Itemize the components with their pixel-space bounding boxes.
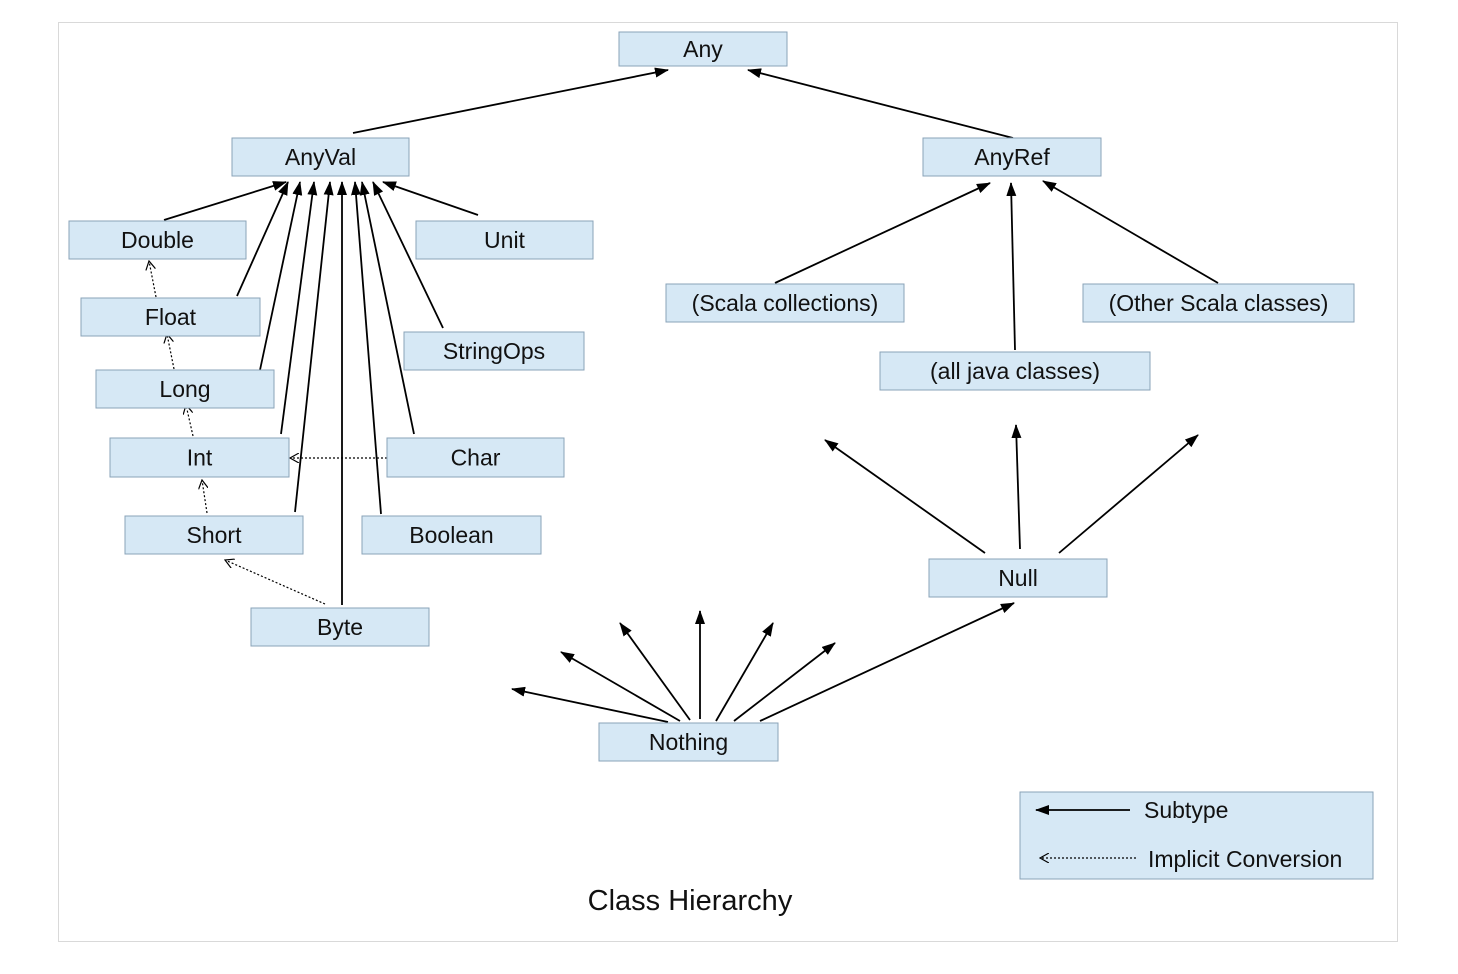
- node-label: StringOps: [443, 338, 545, 364]
- node-label: (Other Scala classes): [1109, 290, 1329, 316]
- subtype-edge-scala_collections-to-anyref: [774, 182, 991, 284]
- implicit-edge-float-to-double: [149, 261, 157, 298]
- node-label: Char: [451, 445, 501, 471]
- node-box: [922, 137, 1102, 177]
- node-boolean: Boolean: [361, 515, 542, 555]
- node-label: Any: [683, 36, 723, 62]
- node-stringops: StringOps: [403, 331, 585, 371]
- node-label: Long: [159, 376, 210, 402]
- subtype-edge-nothing-6: [733, 642, 836, 722]
- node-label: Nothing: [649, 729, 728, 755]
- implicit-edge-long-to-float: [167, 334, 175, 370]
- node-label: Int: [187, 445, 213, 471]
- subtype-edge-short-to-anyval: [294, 181, 334, 513]
- node-label: Byte: [317, 614, 363, 640]
- subtype-edge-float-to-anyval: [236, 181, 289, 297]
- node-long: Long: [95, 369, 275, 409]
- subtype-edge-all_java_classes-to-anyref: [1006, 182, 1017, 351]
- subtype-edge-anyref-to-any: [747, 68, 1014, 139]
- node-box: [598, 722, 779, 762]
- subtype-edge-long-to-anyval: [259, 181, 303, 371]
- subtype-edge-unit-to-anyval: [382, 181, 479, 216]
- node-box: [386, 437, 565, 478]
- node-char: Char: [386, 437, 565, 478]
- implicit-edge-int-to-long: [186, 405, 194, 437]
- node-label: Boolean: [409, 522, 493, 548]
- node-box: [879, 351, 1151, 391]
- node-short: Short: [124, 515, 304, 555]
- subtype-edge-char-to-anyval: [359, 181, 415, 435]
- node-box: [361, 515, 542, 555]
- node-box: [124, 515, 304, 555]
- node-label: Double: [121, 227, 194, 253]
- node-box: [1082, 283, 1355, 323]
- node-other-scala-classes: (Other Scala classes): [1082, 283, 1355, 323]
- node-label: Unit: [484, 227, 526, 253]
- legend-implicit-label: Implicit Conversion: [1148, 846, 1342, 872]
- subtype-edge-null-to-all_java_classes: [1011, 424, 1022, 550]
- subtype-edge-nothing-to-null: [759, 602, 1015, 722]
- node-int: Int: [109, 437, 290, 478]
- node-anyval: AnyVal: [231, 137, 410, 177]
- node-double: Double: [68, 220, 247, 260]
- subtype-edge-null-to-other_scala_classes: [1058, 434, 1199, 554]
- node-label: Short: [187, 522, 243, 548]
- node-label: (Scala collections): [692, 290, 879, 316]
- node-nothing: Nothing: [598, 722, 779, 762]
- subtype-edge-nothing-2: [560, 651, 681, 722]
- node-box: [231, 137, 410, 177]
- node-float: Float: [80, 297, 261, 337]
- node-box: [109, 437, 290, 478]
- node-box: [415, 220, 594, 260]
- node-box: [250, 607, 430, 647]
- legend-box: [1019, 791, 1374, 880]
- node-unit: Unit: [415, 220, 594, 260]
- node-any: Any: [618, 31, 788, 67]
- node-box: [403, 331, 585, 371]
- subtype-edge-anyval-to-any: [352, 67, 669, 134]
- node-label: Float: [145, 304, 197, 330]
- implicit-edge-short-to-int: [202, 480, 207, 514]
- subtype-edge-other_scala_classes-to-anyref: [1042, 180, 1219, 284]
- subtype-edge-null-to-scala_collections: [824, 439, 986, 554]
- subtype-edge-nothing-5: [715, 622, 774, 722]
- subtype-edge-boolean-to-anyval: [351, 181, 382, 515]
- subtype-edge-double-to-anyval: [163, 181, 287, 221]
- subtype-edge-stringops-to-anyval: [372, 181, 444, 329]
- node-anyref: AnyRef: [922, 137, 1102, 177]
- node-box: [80, 297, 261, 337]
- legend-subtype-label: Subtype: [1144, 797, 1228, 823]
- node-byte: Byte: [250, 607, 430, 647]
- node-box: [68, 220, 247, 260]
- diagram-caption: Class Hierarchy: [588, 885, 793, 917]
- node-box: [928, 558, 1108, 598]
- node-box: [95, 369, 275, 409]
- edges-layer: [149, 67, 1219, 723]
- node-scala-collections: (Scala collections): [665, 283, 905, 323]
- implicit-edge-byte-to-short: [225, 560, 326, 605]
- node-label: AnyRef: [974, 144, 1050, 170]
- node-label: AnyVal: [285, 144, 356, 170]
- node-label: (all java classes): [930, 358, 1100, 384]
- node-label: Null: [998, 565, 1038, 591]
- node-null: Null: [928, 558, 1108, 598]
- node-all-java-classes: (all java classes): [879, 351, 1151, 391]
- legend: Subtype Implicit Conversion: [1019, 791, 1374, 880]
- node-box: [665, 283, 905, 323]
- node-box: [618, 31, 788, 67]
- subtype-edge-nothing-3: [619, 622, 691, 721]
- subtype-edge-int-to-anyval: [280, 181, 318, 435]
- subtype-edge-nothing-1: [511, 686, 669, 723]
